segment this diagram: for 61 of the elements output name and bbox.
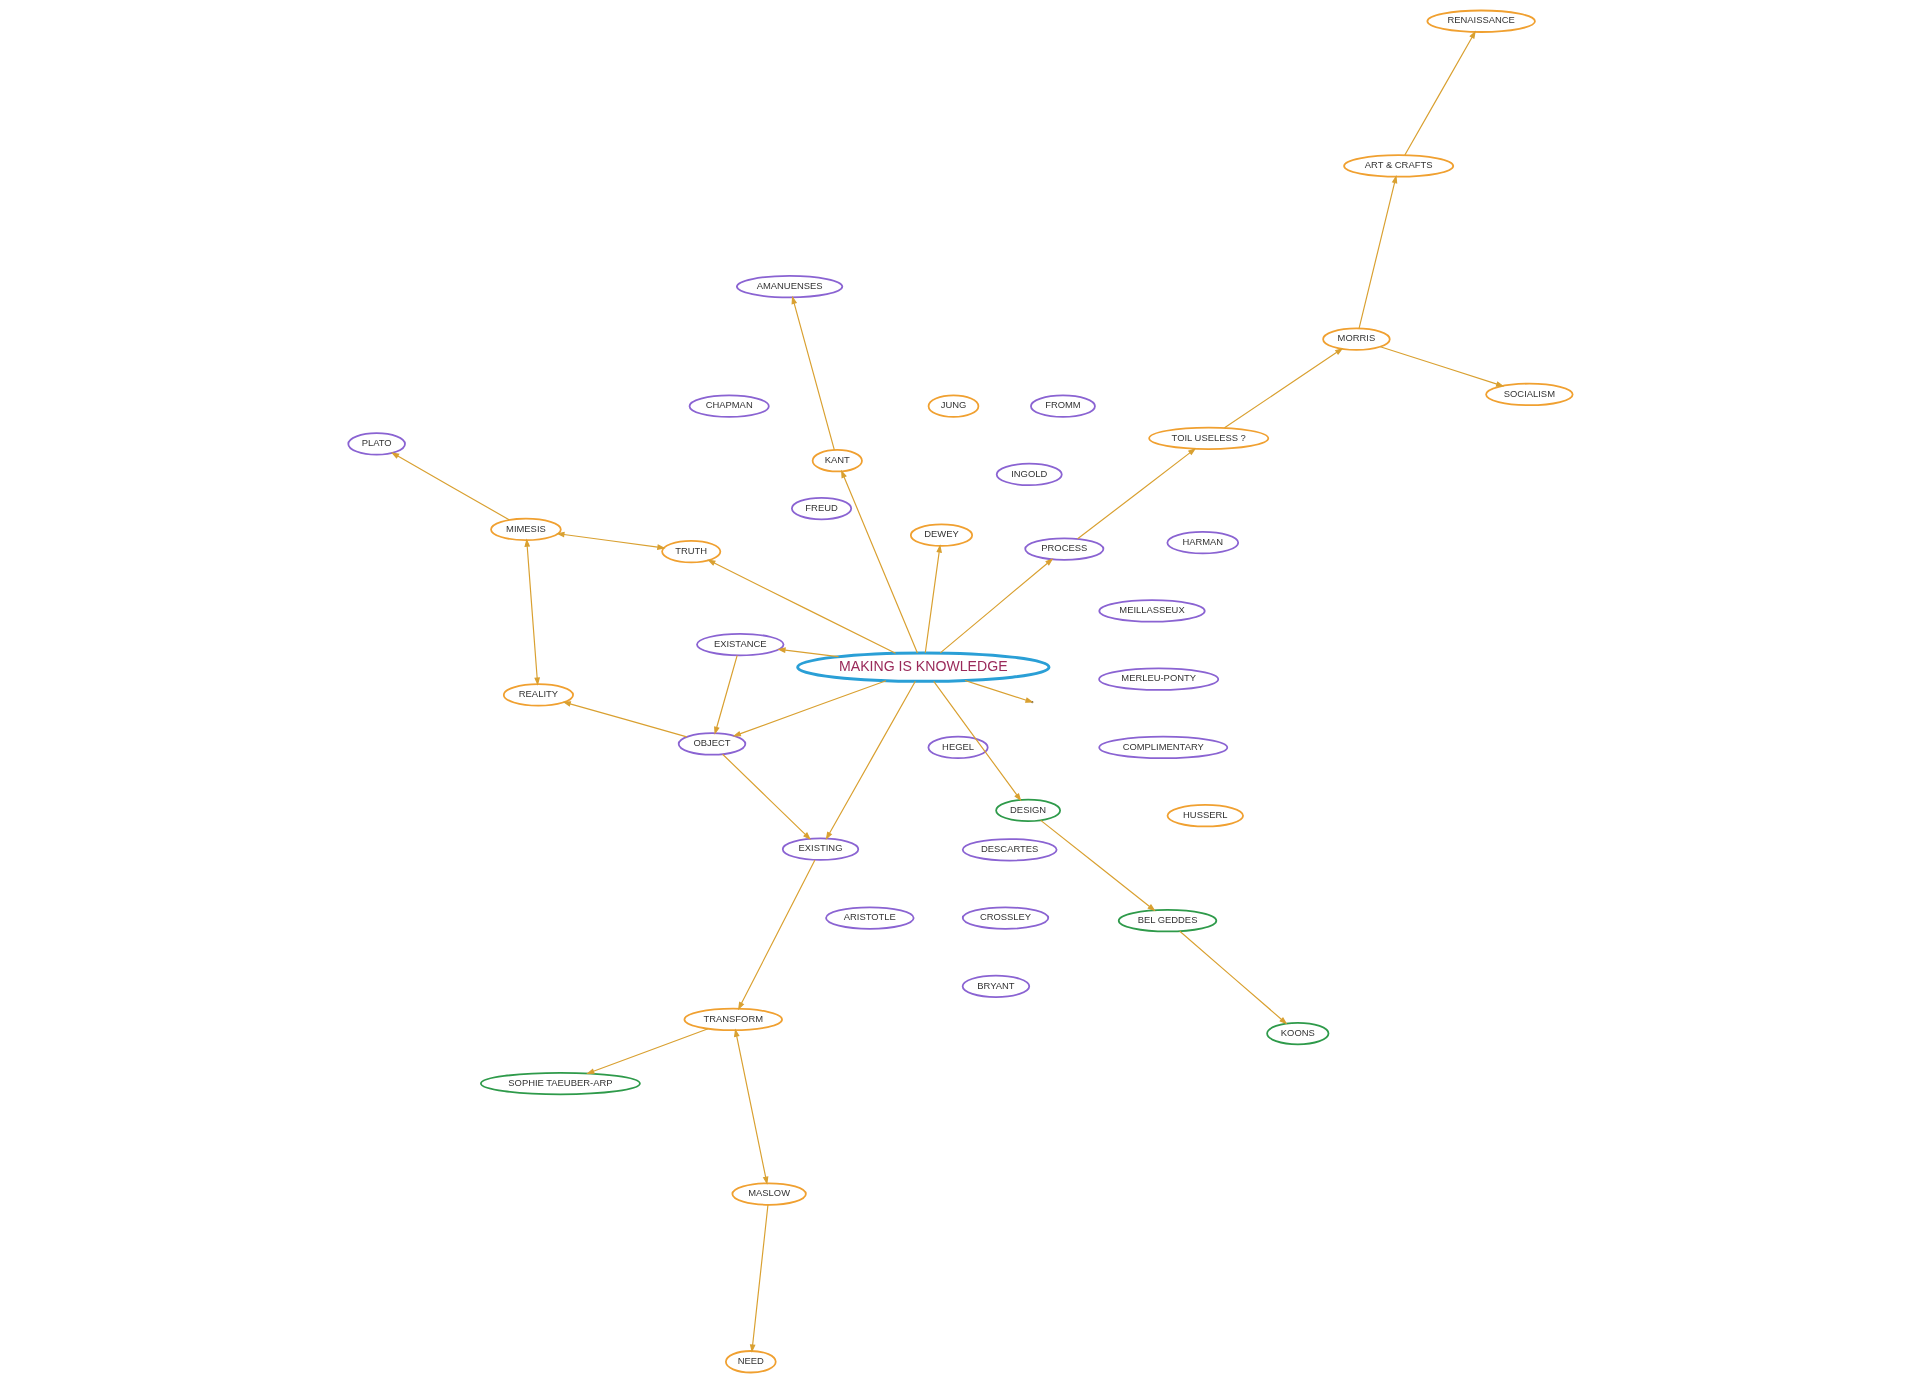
node-ellipse: KOONS	[1265, 1021, 1329, 1046]
node-ellipse: JUNG	[927, 394, 979, 418]
node-ellipse: TRANSFORM	[683, 1007, 783, 1032]
node-ellipse: RENAISSANCE	[1426, 9, 1536, 33]
node-ellipse: HUSSERL	[1166, 804, 1244, 828]
node-ellipse: MERLEU-PONTY	[1097, 667, 1219, 691]
arrow	[1358, 175, 1397, 329]
arrow	[776, 647, 839, 658]
node-ellipse: SOPHIE TAEUBER-ARP	[479, 1071, 641, 1096]
arrow	[733, 1028, 768, 1185]
arrow	[732, 680, 887, 737]
arrow	[1223, 347, 1343, 429]
node-ellipse: DESIGN	[994, 798, 1061, 823]
node-ellipse: MORRIS	[1321, 327, 1391, 351]
arrow	[555, 531, 666, 550]
arrow	[706, 559, 896, 654]
arrow	[585, 1028, 709, 1074]
node-ellipse: COMPLIMENTARY	[1097, 735, 1228, 760]
node-ellipse: ARISTOTLE	[824, 906, 915, 930]
node-ellipse: HARMAN	[1165, 531, 1239, 555]
arrow	[825, 680, 916, 841]
arrow	[1403, 30, 1476, 156]
node-ellipse: DESCARTES	[961, 838, 1058, 862]
arrow	[562, 701, 687, 738]
node-ellipse: INGOLD	[995, 462, 1063, 487]
arrow	[791, 295, 835, 451]
arrow	[939, 558, 1053, 654]
node-ellipse: HEGEL	[927, 735, 989, 760]
node-ellipse: MASLOW	[731, 1182, 807, 1206]
arrow	[1076, 447, 1196, 540]
node-ellipse: MEILLASSEUX	[1097, 599, 1206, 623]
node-ellipse: BRYANT	[961, 974, 1030, 998]
node-ellipse: ART & CRAFTS	[1342, 154, 1454, 178]
node-ellipse: MAKING IS KNOWLEDGE	[795, 651, 1050, 683]
arrow	[749, 1204, 768, 1353]
arrow	[1379, 346, 1504, 387]
arrow	[932, 680, 1021, 802]
arrow	[737, 859, 815, 1011]
node-ellipse: FROMM	[1029, 394, 1096, 418]
arrow	[721, 753, 811, 840]
node-ellipse: FREUD	[790, 496, 852, 521]
node-ellipse: CROSSLEY	[961, 906, 1049, 930]
node-ellipse: PLATO	[346, 432, 406, 456]
arrow	[924, 544, 942, 654]
node-ellipse: CHAPMAN	[688, 394, 770, 418]
arrow	[963, 679, 1034, 703]
node-ellipse: PROCESS	[1023, 537, 1104, 561]
node-ellipse: TOIL USELESS ?	[1147, 426, 1269, 450]
arrow	[840, 469, 918, 654]
node-ellipse: EXISTING	[781, 837, 859, 861]
arrow	[1178, 930, 1287, 1025]
arrow	[523, 538, 540, 686]
arrow	[713, 654, 738, 735]
node-ellipse: MIMESIS	[489, 517, 562, 542]
arrow	[390, 452, 510, 521]
node-ellipse: DEWEY	[909, 523, 973, 547]
node-ellipse: NEED	[724, 1350, 777, 1374]
arrow	[1039, 819, 1156, 912]
node-ellipse: AMANUENSES	[735, 275, 843, 299]
node-ellipse: BEL GEDDES	[1117, 909, 1217, 933]
node-ellipse: KANT	[811, 449, 863, 473]
